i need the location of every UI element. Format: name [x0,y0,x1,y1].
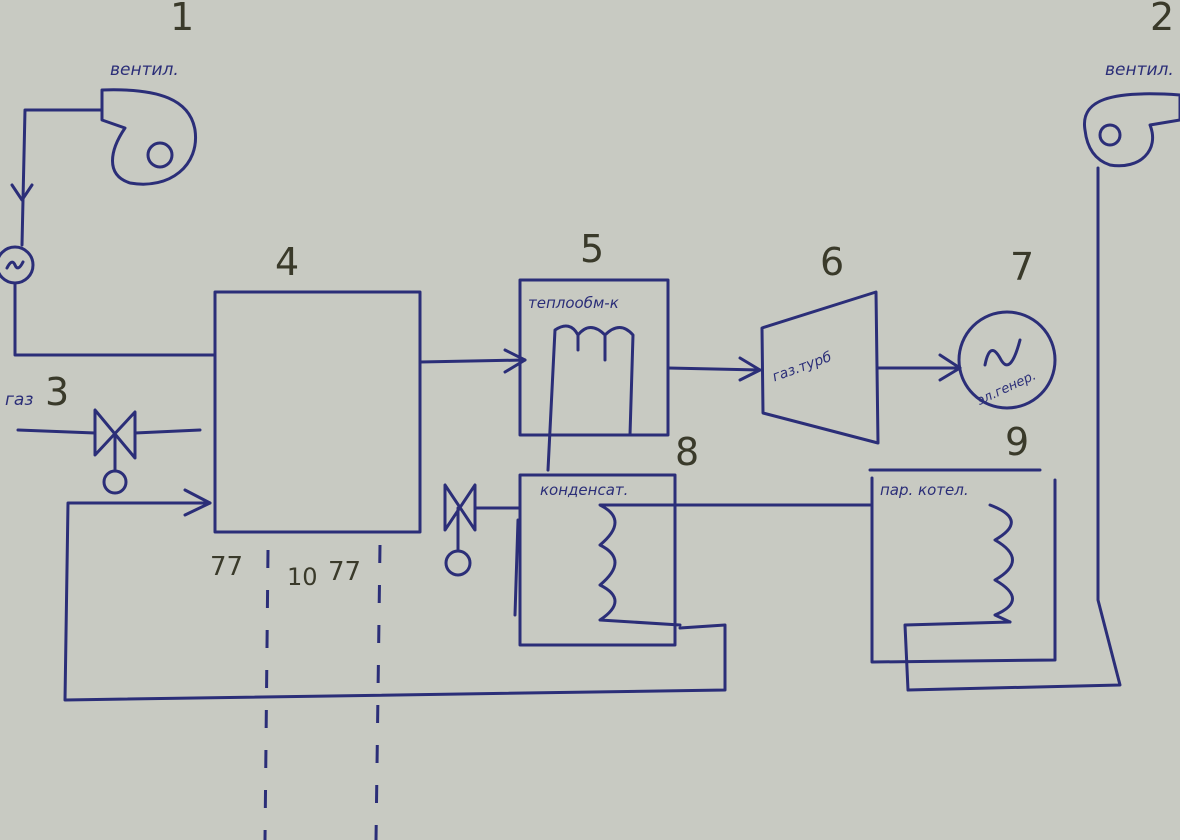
heat-exchanger-label: теплообм-к [528,294,619,312]
gas-label: газ [5,390,33,410]
label-number-10: 10 [287,563,318,591]
label-number-7: 7 [1010,245,1034,289]
steam-boiler-9: 9 пар. котел. [868,420,1057,664]
fan-2: 2 вентил. [1082,0,1180,168]
fan-1: 1 вентил. [100,0,198,186]
steam-boiler-label: пар. котел. [880,481,969,499]
label-number-4: 4 [275,240,299,284]
condenser-label: конденсат. [540,481,628,499]
condensate-valve [443,483,522,577]
label-number-2: 2 [1150,0,1174,39]
gas-turbine-6: 6 газ.турб [760,240,880,445]
fan-1-label: вентил. [110,60,179,80]
label-number-5: 5 [580,227,604,271]
support-glyph: 77 [210,552,243,582]
label-number-3: 3 [45,370,69,414]
label-number-1: 1 [170,0,194,39]
gas-turbine-label: газ.турб [770,349,834,385]
label-number-8: 8 [675,430,699,474]
support-glyph: 77 [328,557,361,587]
label-number-9: 9 [1005,420,1029,464]
gas-valve-3: газ 3 [5,370,202,495]
generator-7: 7 эл.генер. [957,245,1057,410]
heat-exchanger-5: 5 теплообм-к [518,227,670,472]
label-number-6: 6 [820,240,844,284]
combustion-chamber-4: 4 77 77 10 [210,240,422,840]
fan-2-label: вентил. [1105,60,1174,80]
condenser-8: 8 конденсат. [513,430,872,647]
